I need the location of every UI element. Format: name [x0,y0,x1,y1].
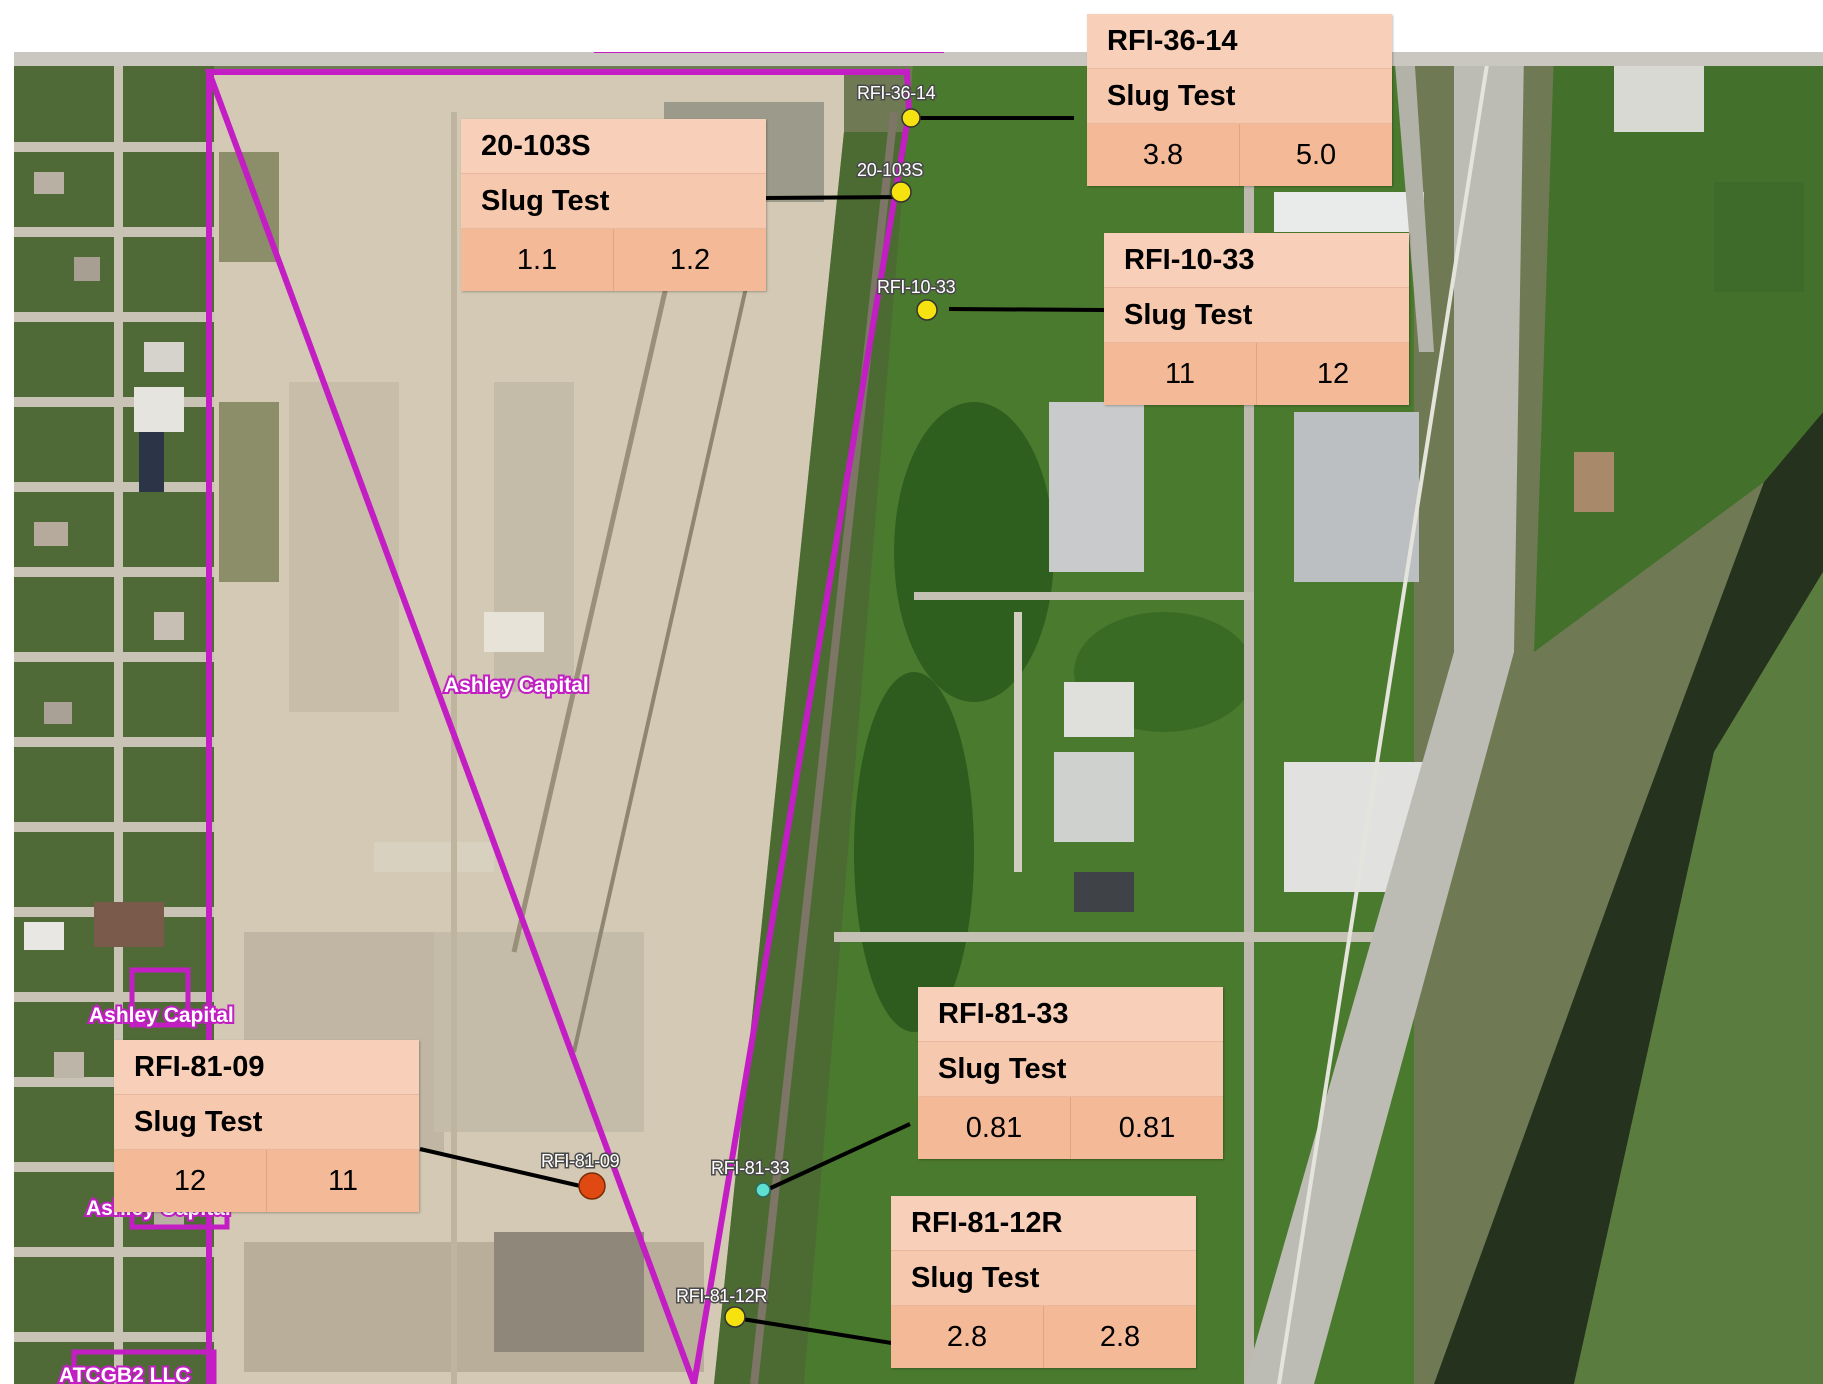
callout-value: 0.81 [1070,1097,1223,1159]
callout-rfi-81-12r: RFI-81-12R Slug Test 2.8 2.8 [891,1196,1196,1368]
well-markers [578,108,938,1328]
callout-value: 5.0 [1239,124,1392,186]
callout-value: 2.8 [946,1321,988,1353]
owner-label: Ashley Capital [89,1004,234,1027]
callout-value: 12 [1256,343,1409,405]
well-marker[interactable] [890,181,912,203]
callout-value: 1.2 [613,229,766,291]
callout-test-type: Slug Test [918,1042,1223,1097]
leader-lines [419,116,1105,1346]
callout-value: 11 [1164,358,1196,390]
callout-rfi-81-09: RFI-81-09 Slug Test 12 11 [114,1040,419,1212]
top-road [14,52,1823,66]
owner-label: Ashley Capital [444,674,589,697]
callout-well-id: RFI-81-12R [891,1196,1196,1251]
callout-value: 1.1 [516,244,558,276]
callout-rfi-36-14: RFI-36-14 Slug Test 3.8 5.0 [1087,14,1392,186]
callout-test-type: Slug Test [1104,288,1409,343]
well-marker[interactable] [578,1172,606,1200]
well-marker[interactable] [901,108,921,128]
callout-well-id: RFI-81-09 [114,1040,419,1095]
callout-test-type: Slug Test [114,1095,419,1150]
callout-value: 11 [266,1150,419,1212]
callout-value: 12 [173,1165,207,1197]
owner-label: ATCGB2 LLC [59,1364,190,1384]
callout-value: 2.8 [1043,1306,1196,1368]
callout-test-type: Slug Test [1087,69,1392,124]
well-marker[interactable] [755,1182,771,1198]
callout-value: 3.8 [1142,139,1184,171]
callout-rfi-10-33: RFI-10-33 Slug Test 11 12 [1104,233,1409,405]
well-marker[interactable] [724,1306,746,1328]
callout-well-id: RFI-10-33 [1104,233,1409,288]
callout-rfi-81-33: RFI-81-33 Slug Test 0.81 0.81 [918,987,1223,1159]
well-label: RFI-36-14 [857,83,936,103]
callout-value: 0.81 [965,1112,1023,1144]
highway [1244,52,1524,1384]
well-label: RFI-81-09 [541,1151,620,1171]
callout-well-id: 20-103S [461,119,766,174]
callout-20-103s: 20-103S Slug Test 1.1 1.2 [461,119,766,291]
callout-well-id: RFI-81-33 [918,987,1223,1042]
callout-test-type: Slug Test [891,1251,1196,1306]
well-label: RFI-81-12R [676,1286,767,1306]
well-marker[interactable] [916,299,938,321]
callout-test-type: Slug Test [461,174,766,229]
callout-well-id: RFI-36-14 [1087,14,1392,69]
river [1434,412,1823,1384]
well-label: RFI-10-33 [877,277,956,297]
well-label: RFI-81-33 [711,1158,790,1178]
well-label: 20-103S [857,160,923,180]
